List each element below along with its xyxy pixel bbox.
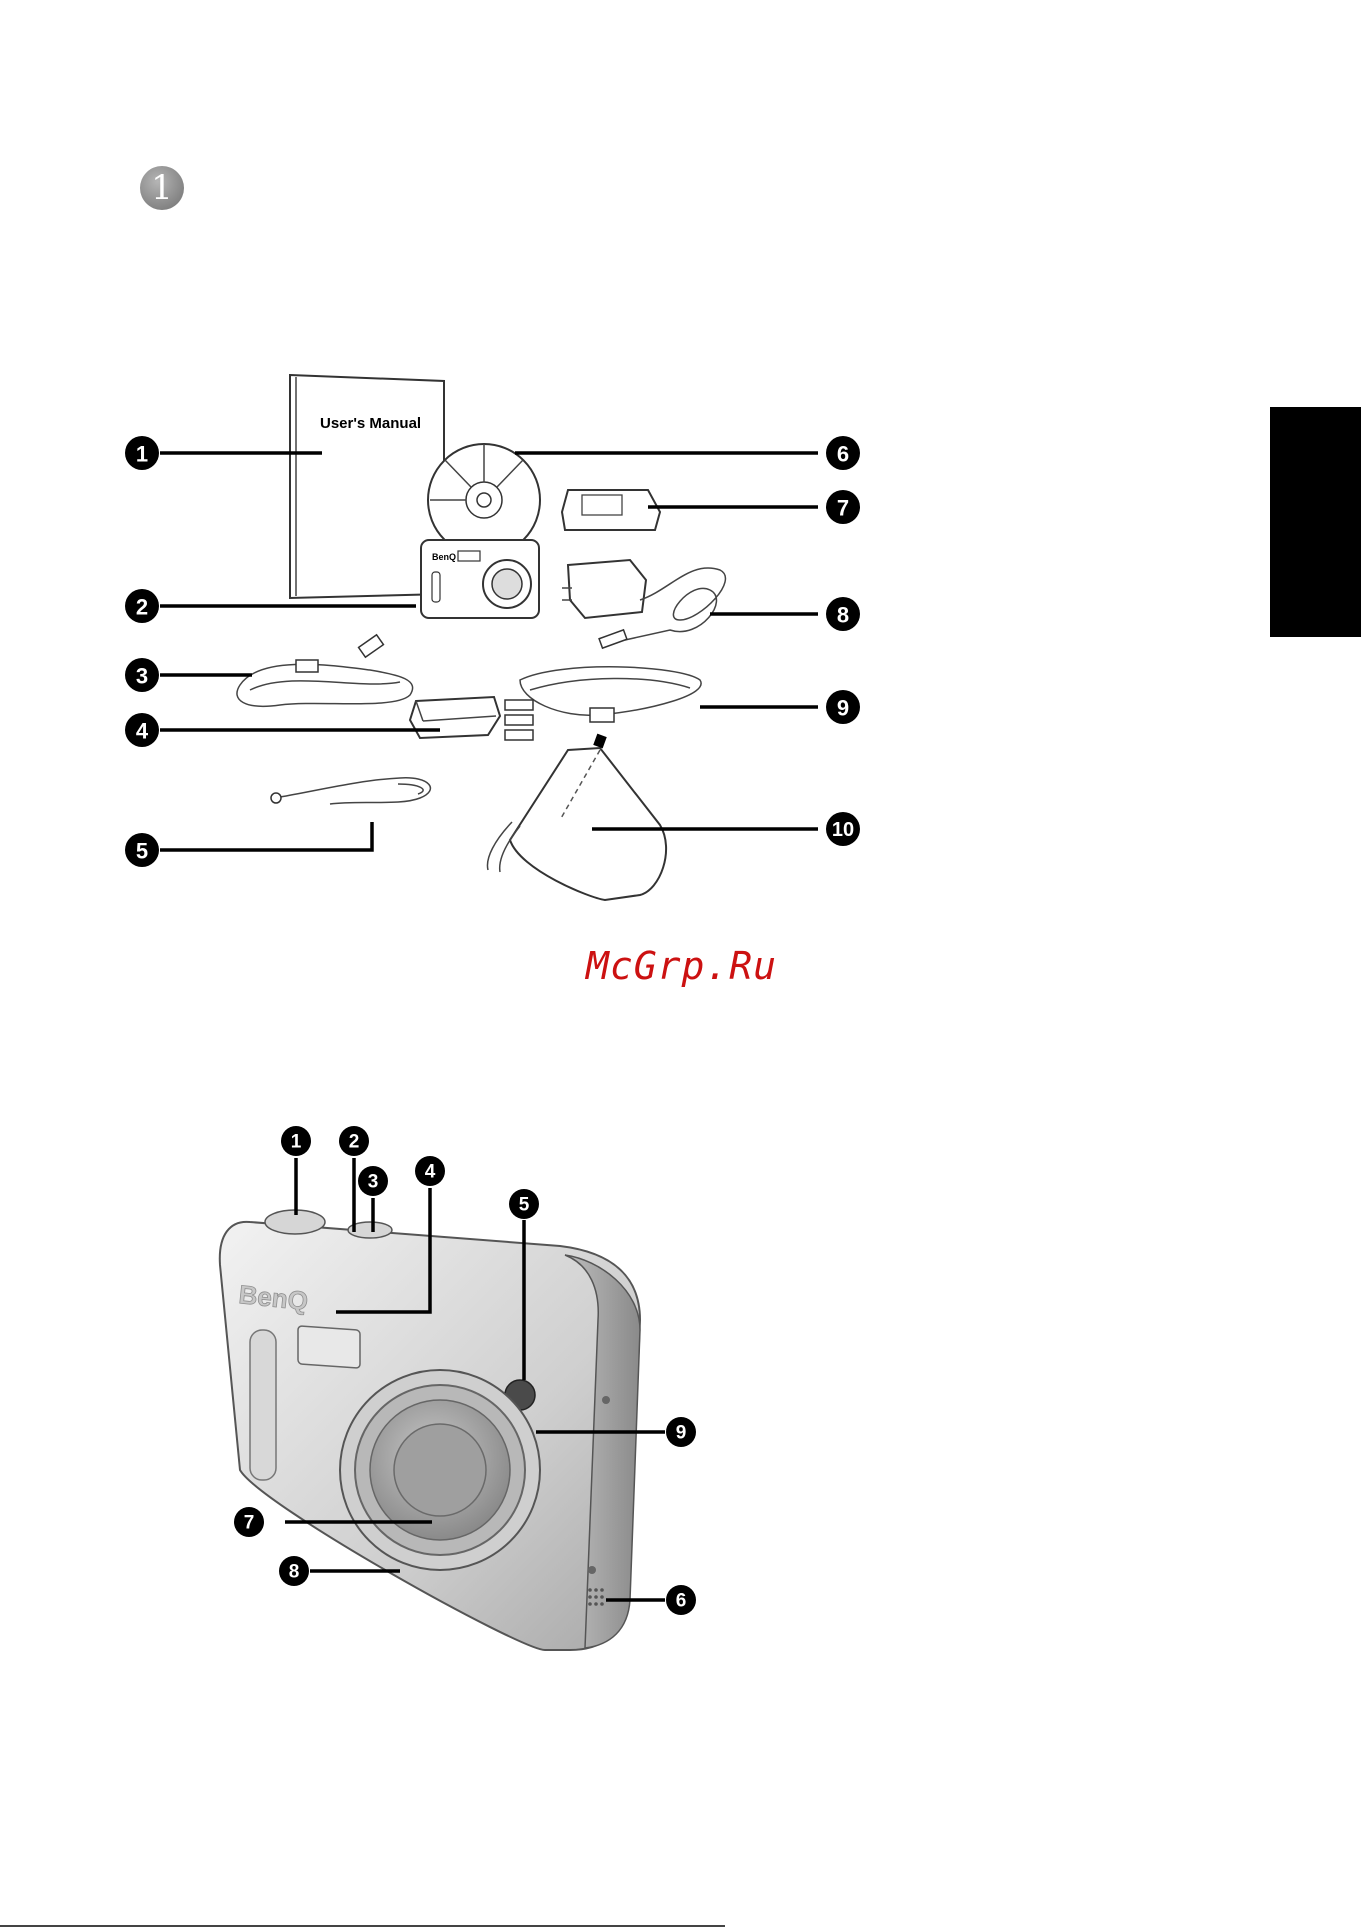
camera-callout-1: 1 bbox=[281, 1126, 311, 1156]
svg-text:5: 5 bbox=[519, 1195, 530, 1216]
svg-text:6: 6 bbox=[676, 1591, 687, 1612]
camera-callout-8: 8 bbox=[279, 1556, 309, 1586]
camera-callout-7: 7 bbox=[234, 1507, 264, 1537]
camera-callout-6: 6 bbox=[666, 1585, 696, 1615]
svg-text:4: 4 bbox=[425, 1162, 436, 1183]
svg-text:8: 8 bbox=[289, 1562, 300, 1583]
svg-text:1: 1 bbox=[291, 1132, 302, 1153]
footer-rule bbox=[0, 1925, 725, 1927]
svg-text:3: 3 bbox=[368, 1172, 379, 1193]
camera-callout-9: 9 bbox=[666, 1417, 696, 1447]
camera-callout-3: 3 bbox=[358, 1166, 388, 1196]
svg-text:7: 7 bbox=[244, 1513, 255, 1534]
svg-text:9: 9 bbox=[676, 1423, 687, 1444]
camera-callout-2: 2 bbox=[339, 1126, 369, 1156]
camera-callout-5: 5 bbox=[509, 1189, 539, 1219]
svg-text:2: 2 bbox=[349, 1132, 360, 1153]
camera-callout-4: 4 bbox=[415, 1156, 445, 1186]
